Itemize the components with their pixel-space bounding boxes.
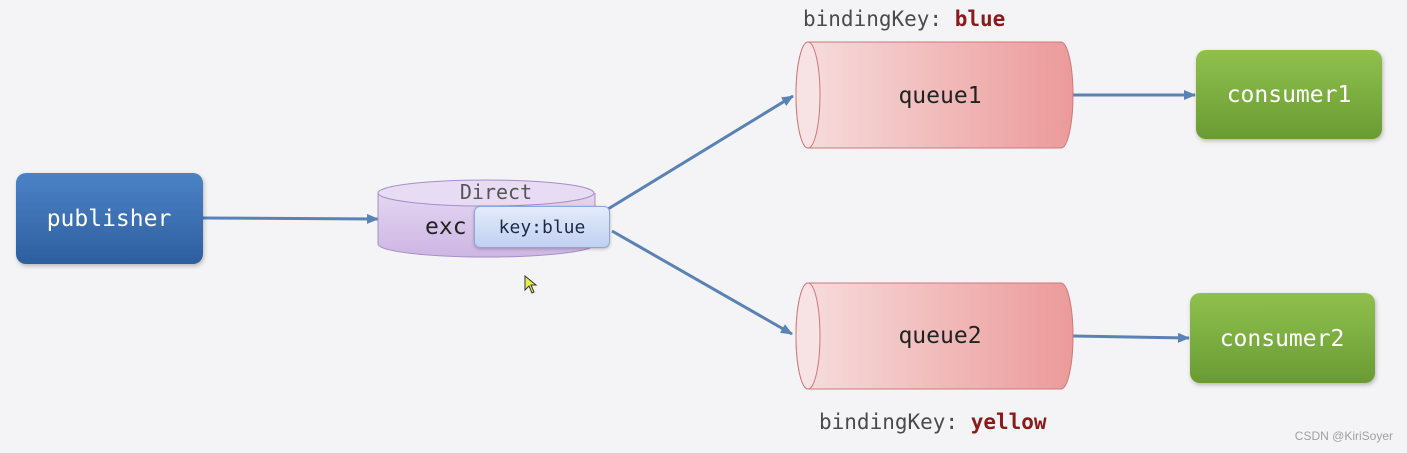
queue2-binding-label: bindingKey: yellow xyxy=(819,410,1047,434)
consumer1-node: consumer1 xyxy=(1196,50,1382,139)
publisher-to-exchange-arrow xyxy=(202,213,379,224)
consumer2-label: consumer2 xyxy=(1220,326,1345,352)
watermark: CSDN @KiriSoyer xyxy=(1294,429,1393,443)
mouse-pointer-icon xyxy=(524,275,538,294)
queue2-binding-key: yellow xyxy=(970,410,1047,434)
exchange-type-label: Direct xyxy=(460,180,532,204)
queue1-label: queue1 xyxy=(898,83,981,109)
tooltip-text: key:blue xyxy=(498,216,586,238)
publisher-label: publisher xyxy=(47,206,172,232)
queue2-node: queue2 xyxy=(795,282,1074,390)
exchange-to-queue2-arrow xyxy=(611,229,793,336)
queue1-binding-label: bindingKey: blue xyxy=(803,7,1005,31)
exchange-label: exc xyxy=(425,214,467,240)
queue1-binding-key: blue xyxy=(954,7,1006,31)
queue2-to-consumer2-arrow xyxy=(1072,332,1190,343)
queue2-label: queue2 xyxy=(898,323,981,349)
exchange-to-queue1-arrow xyxy=(607,94,794,211)
queue1-binding-prefix: bindingKey: xyxy=(803,7,955,31)
queue2-binding-prefix: bindingKey: xyxy=(819,410,971,434)
consumer2-node: consumer2 xyxy=(1190,293,1375,383)
routing-key-tooltip: key:blue xyxy=(474,206,610,248)
publisher-node: publisher xyxy=(16,173,203,264)
consumer1-label: consumer1 xyxy=(1227,82,1352,108)
queue1-node: queue1 xyxy=(795,41,1074,149)
